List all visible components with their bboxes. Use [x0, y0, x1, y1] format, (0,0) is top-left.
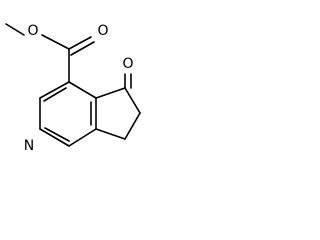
chemical-structure-diagram: O O O N: [5, 23, 141, 154]
bond-carbonyl-double-1: [68, 36, 92, 50]
atom-o-ketone: O: [122, 56, 133, 72]
bond-methyl-o: [5, 23, 25, 36]
bond-c1-c7a: [68, 128, 97, 147]
bond-c5-c6: [124, 87, 141, 114]
atom-o-ester-carbonyl: O: [97, 23, 108, 39]
bond-n2-c1-inner: [44, 127, 70, 142]
bond-c7-c7a: [95, 128, 126, 140]
bond-c4a-c5: [95, 87, 126, 99]
bond-o-carbonylc: [41, 34, 70, 50]
bond-c4-c3: [39, 81, 70, 99]
structure-canvas: O O O N: [0, 0, 144, 188]
bond-carbonyl-double-2: [70, 41, 95, 56]
bond-c4a-c4: [68, 81, 97, 99]
bond-n2-c1: [39, 128, 70, 147]
atom-n-ring: N: [24, 138, 34, 154]
bond-c6-c7: [124, 112, 141, 140]
bond-c4-c3-inner: [43, 87, 67, 102]
atom-o-ester-methoxy: O: [27, 23, 38, 39]
